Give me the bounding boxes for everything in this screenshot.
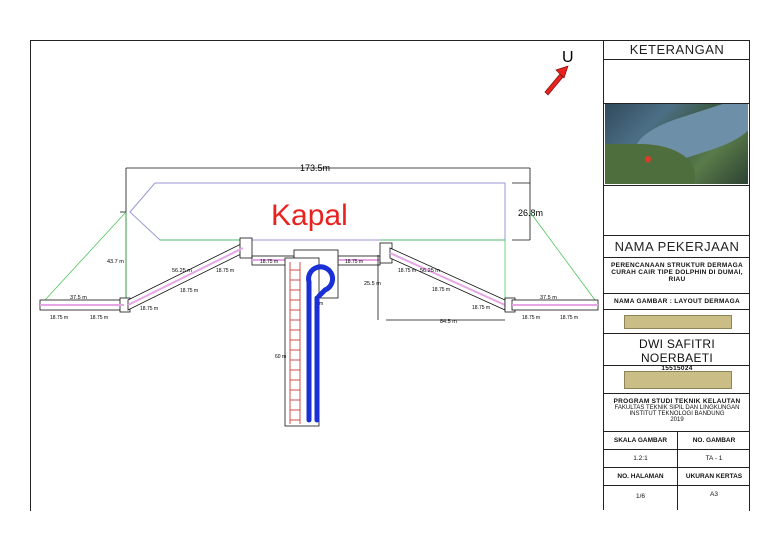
swatch-cell-2 [604, 366, 750, 394]
color-swatch-1 [624, 315, 732, 329]
institute-name: INSTITUT TEKNOLOGI BANDUNG [629, 411, 725, 417]
nama-pekerjaan-header: NAMA PEKERJAAN [604, 236, 750, 258]
ship-length-dim: 173.5m [300, 163, 330, 173]
ukuran-label: UKURAN KERTAS [685, 473, 743, 480]
year: 2019 [670, 417, 684, 423]
layout-drawing: U Kapal 173.5m 26.8m 43.7 m [39, 49, 599, 427]
skala-value: 1.2:1 [633, 455, 648, 462]
divider [677, 468, 678, 486]
right-seg-dim-3: 18.75 m [472, 305, 490, 311]
right-offset-dim-lines [377, 255, 505, 321]
divider [677, 450, 678, 468]
center-seg-dim-2: 18.75 m [345, 259, 363, 265]
title-block: KETERANGAN NAMA PEKERJAAN PERENCANAAN ST… [603, 40, 750, 510]
project-title-cell: PERENCANAAN STRUKTUR DERMAGA CURAH CAIR … [604, 258, 750, 294]
no-halaman-label: NO. HALAMAN [617, 473, 664, 480]
right-walkway-dim: 56.25 m [420, 268, 440, 274]
right-seg-dim-5: 18.75 m [560, 315, 578, 321]
north-label: U [562, 49, 574, 66]
scale-value-row: 1.2:1 TA - 1 [604, 450, 750, 468]
left-vertical-dim: 43.7 m [107, 259, 124, 265]
left-seg-dim-1: 18.75 m [50, 315, 68, 321]
swatch-cell-1 [604, 310, 750, 334]
project-line-1: PERENCANAAN STRUKTUR DERMAGA [611, 262, 743, 269]
right-offset-dim: 84.5 m [440, 319, 457, 325]
trestle [284, 257, 320, 427]
page-header-row: NO. HALAMAN UKURAN KERTAS [604, 468, 750, 486]
right-seg-dim-4: 18.75 m [522, 315, 540, 321]
right-dolphin-width-dim: 37.5 m [540, 295, 557, 301]
project-line-2: CURAH CAIR TIPE DOLPHIN DI DUMAI, [611, 269, 743, 276]
author-cell: DWI SAFITRI NOERBAETI 15515024 [604, 334, 750, 372]
trestle-length-dim: 60 m [275, 354, 286, 360]
scale-header-row: SKALA GAMBAR NO. GAMBAR [604, 432, 750, 450]
divider [677, 432, 678, 450]
no-halaman-value: 1/6 [635, 493, 646, 500]
ship-outline [129, 182, 506, 241]
left-seg-dim-2: 18.75 m [90, 315, 108, 321]
center-seg-dim-1: 18.75 m [260, 259, 278, 265]
keterangan-header: KETERANGAN [604, 40, 750, 60]
faculty-name: FAKULTAS TEKNIK SIPIL DAN LINGKUNGAN [614, 405, 740, 411]
location-map-cell [604, 104, 750, 186]
trestle-rungs [290, 269, 300, 421]
right-seg-dim-1: 18.75 m [398, 268, 416, 274]
left-seg-dim-3: 18.75 m [216, 268, 234, 274]
ukuran-value: A3 [710, 491, 718, 498]
ship-label: Kapal [271, 199, 348, 232]
skala-label: SKALA GAMBAR [613, 437, 668, 444]
blank-cell [604, 186, 750, 236]
drawing-frame [30, 40, 750, 511]
left-seg-dim-4: 18.75 m [180, 288, 198, 294]
pipeline [306, 264, 336, 423]
right-catwalk-walkway [389, 252, 506, 306]
color-swatch-2 [624, 371, 732, 389]
nama-gambar: NAMA GAMBAR : LAYOUT DERMAGA [604, 294, 750, 310]
institution-cell: PROGRAM STUDI TEKNIK KELAUTAN FAKULTAS T… [604, 394, 750, 432]
north-arrow-icon [544, 65, 569, 96]
mooring-lines [44, 211, 596, 301]
page-value-row: 1/6 A3 [604, 486, 750, 510]
keterangan-empty [604, 60, 750, 104]
location-map-image [605, 104, 748, 184]
right-seg-dim-2: 18.75 m [432, 287, 450, 293]
divider [677, 486, 678, 510]
program-name: PROGRAM STUDI TEKNIK KELAUTAN [613, 398, 741, 405]
author-id: 15515024 [661, 365, 693, 372]
no-gambar-value: TA - 1 [705, 455, 723, 462]
project-line-3: RIAU [668, 276, 686, 283]
left-dolphin-width-dim: 37.5 m [70, 295, 87, 301]
left-catwalk-walkway [127, 247, 244, 306]
right-vertical-dim: 25.5 m [364, 281, 381, 287]
no-gambar-label: NO. GAMBAR [692, 437, 736, 444]
left-seg-dim-5: 18.75 m [140, 306, 158, 312]
left-walkway-dim: 56.25 m [172, 268, 192, 274]
trestle-ladder [289, 262, 301, 424]
author-name: DWI SAFITRI NOERBAETI [639, 337, 715, 365]
